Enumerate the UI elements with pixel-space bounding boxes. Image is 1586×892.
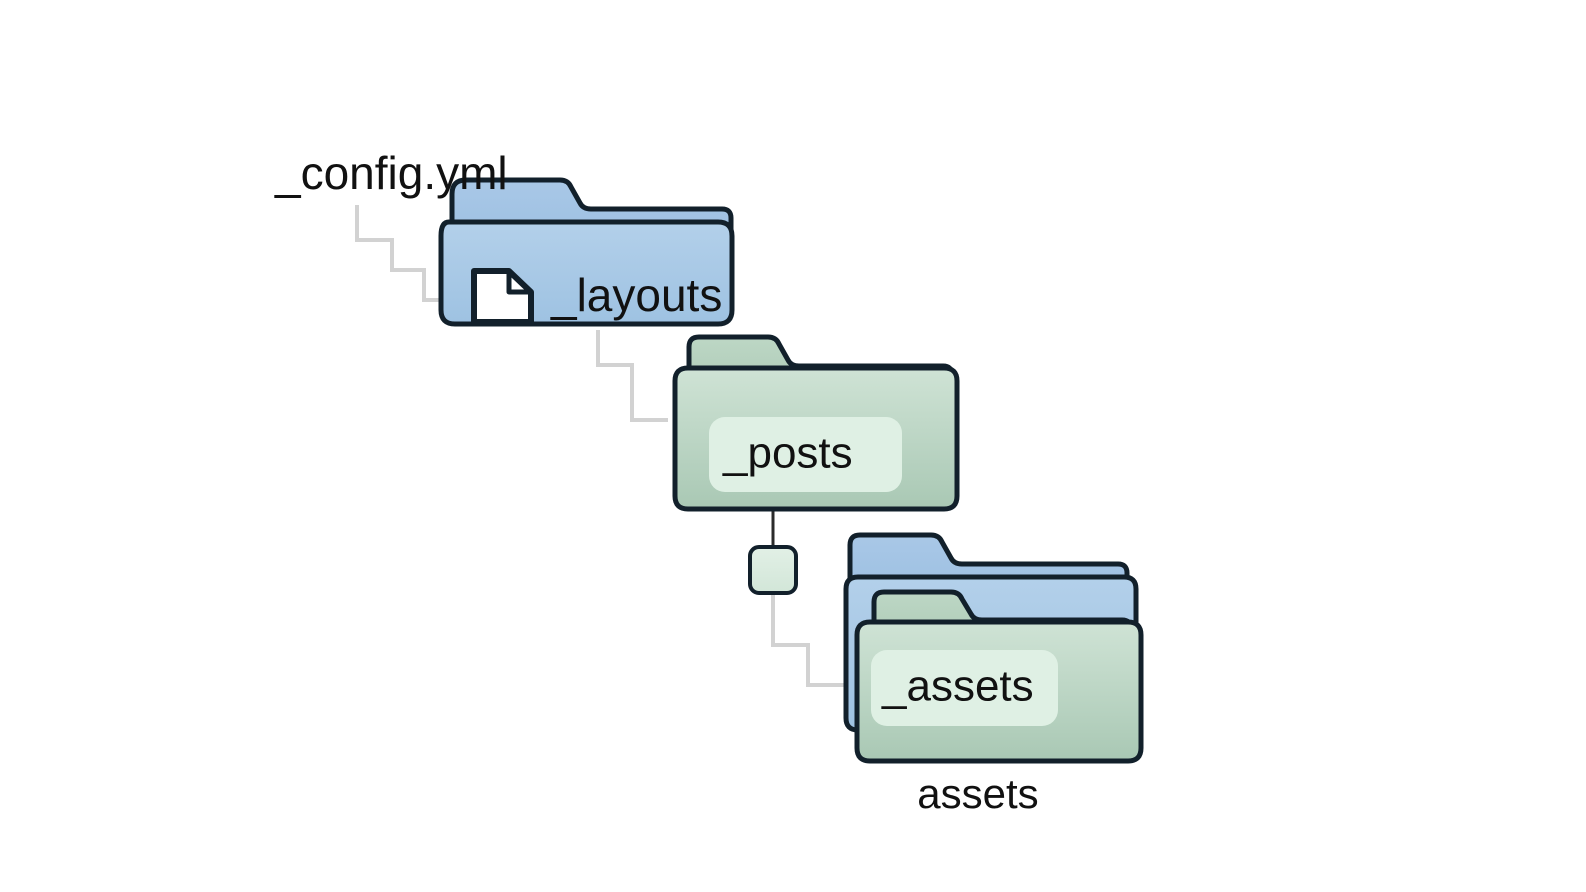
edge-junction-to-assets [771, 590, 856, 687]
assets-folder-label: _assets [881, 662, 1034, 711]
assets-cluster-group[interactable]: _assets [843, 532, 1144, 764]
config-file-label: _config.yml [274, 147, 508, 199]
posts-folder-group[interactable]: _posts [672, 334, 960, 512]
assets-folder-caption: assets [917, 770, 1038, 817]
posts-folder-label-chip [709, 417, 902, 492]
junction-node-group[interactable] [748, 545, 798, 595]
document-icon [471, 268, 534, 325]
posts-folder-label: _posts [722, 429, 853, 478]
edge-layouts-to-posts [596, 330, 668, 422]
junction-node-icon [748, 545, 798, 595]
config-file-group[interactable] [471, 268, 534, 325]
layouts-folder-label: _layouts [550, 269, 722, 321]
assets-folder-label-chip [871, 650, 1058, 726]
edge-config-to-layouts [355, 205, 470, 302]
document-fold-icon [506, 271, 531, 295]
